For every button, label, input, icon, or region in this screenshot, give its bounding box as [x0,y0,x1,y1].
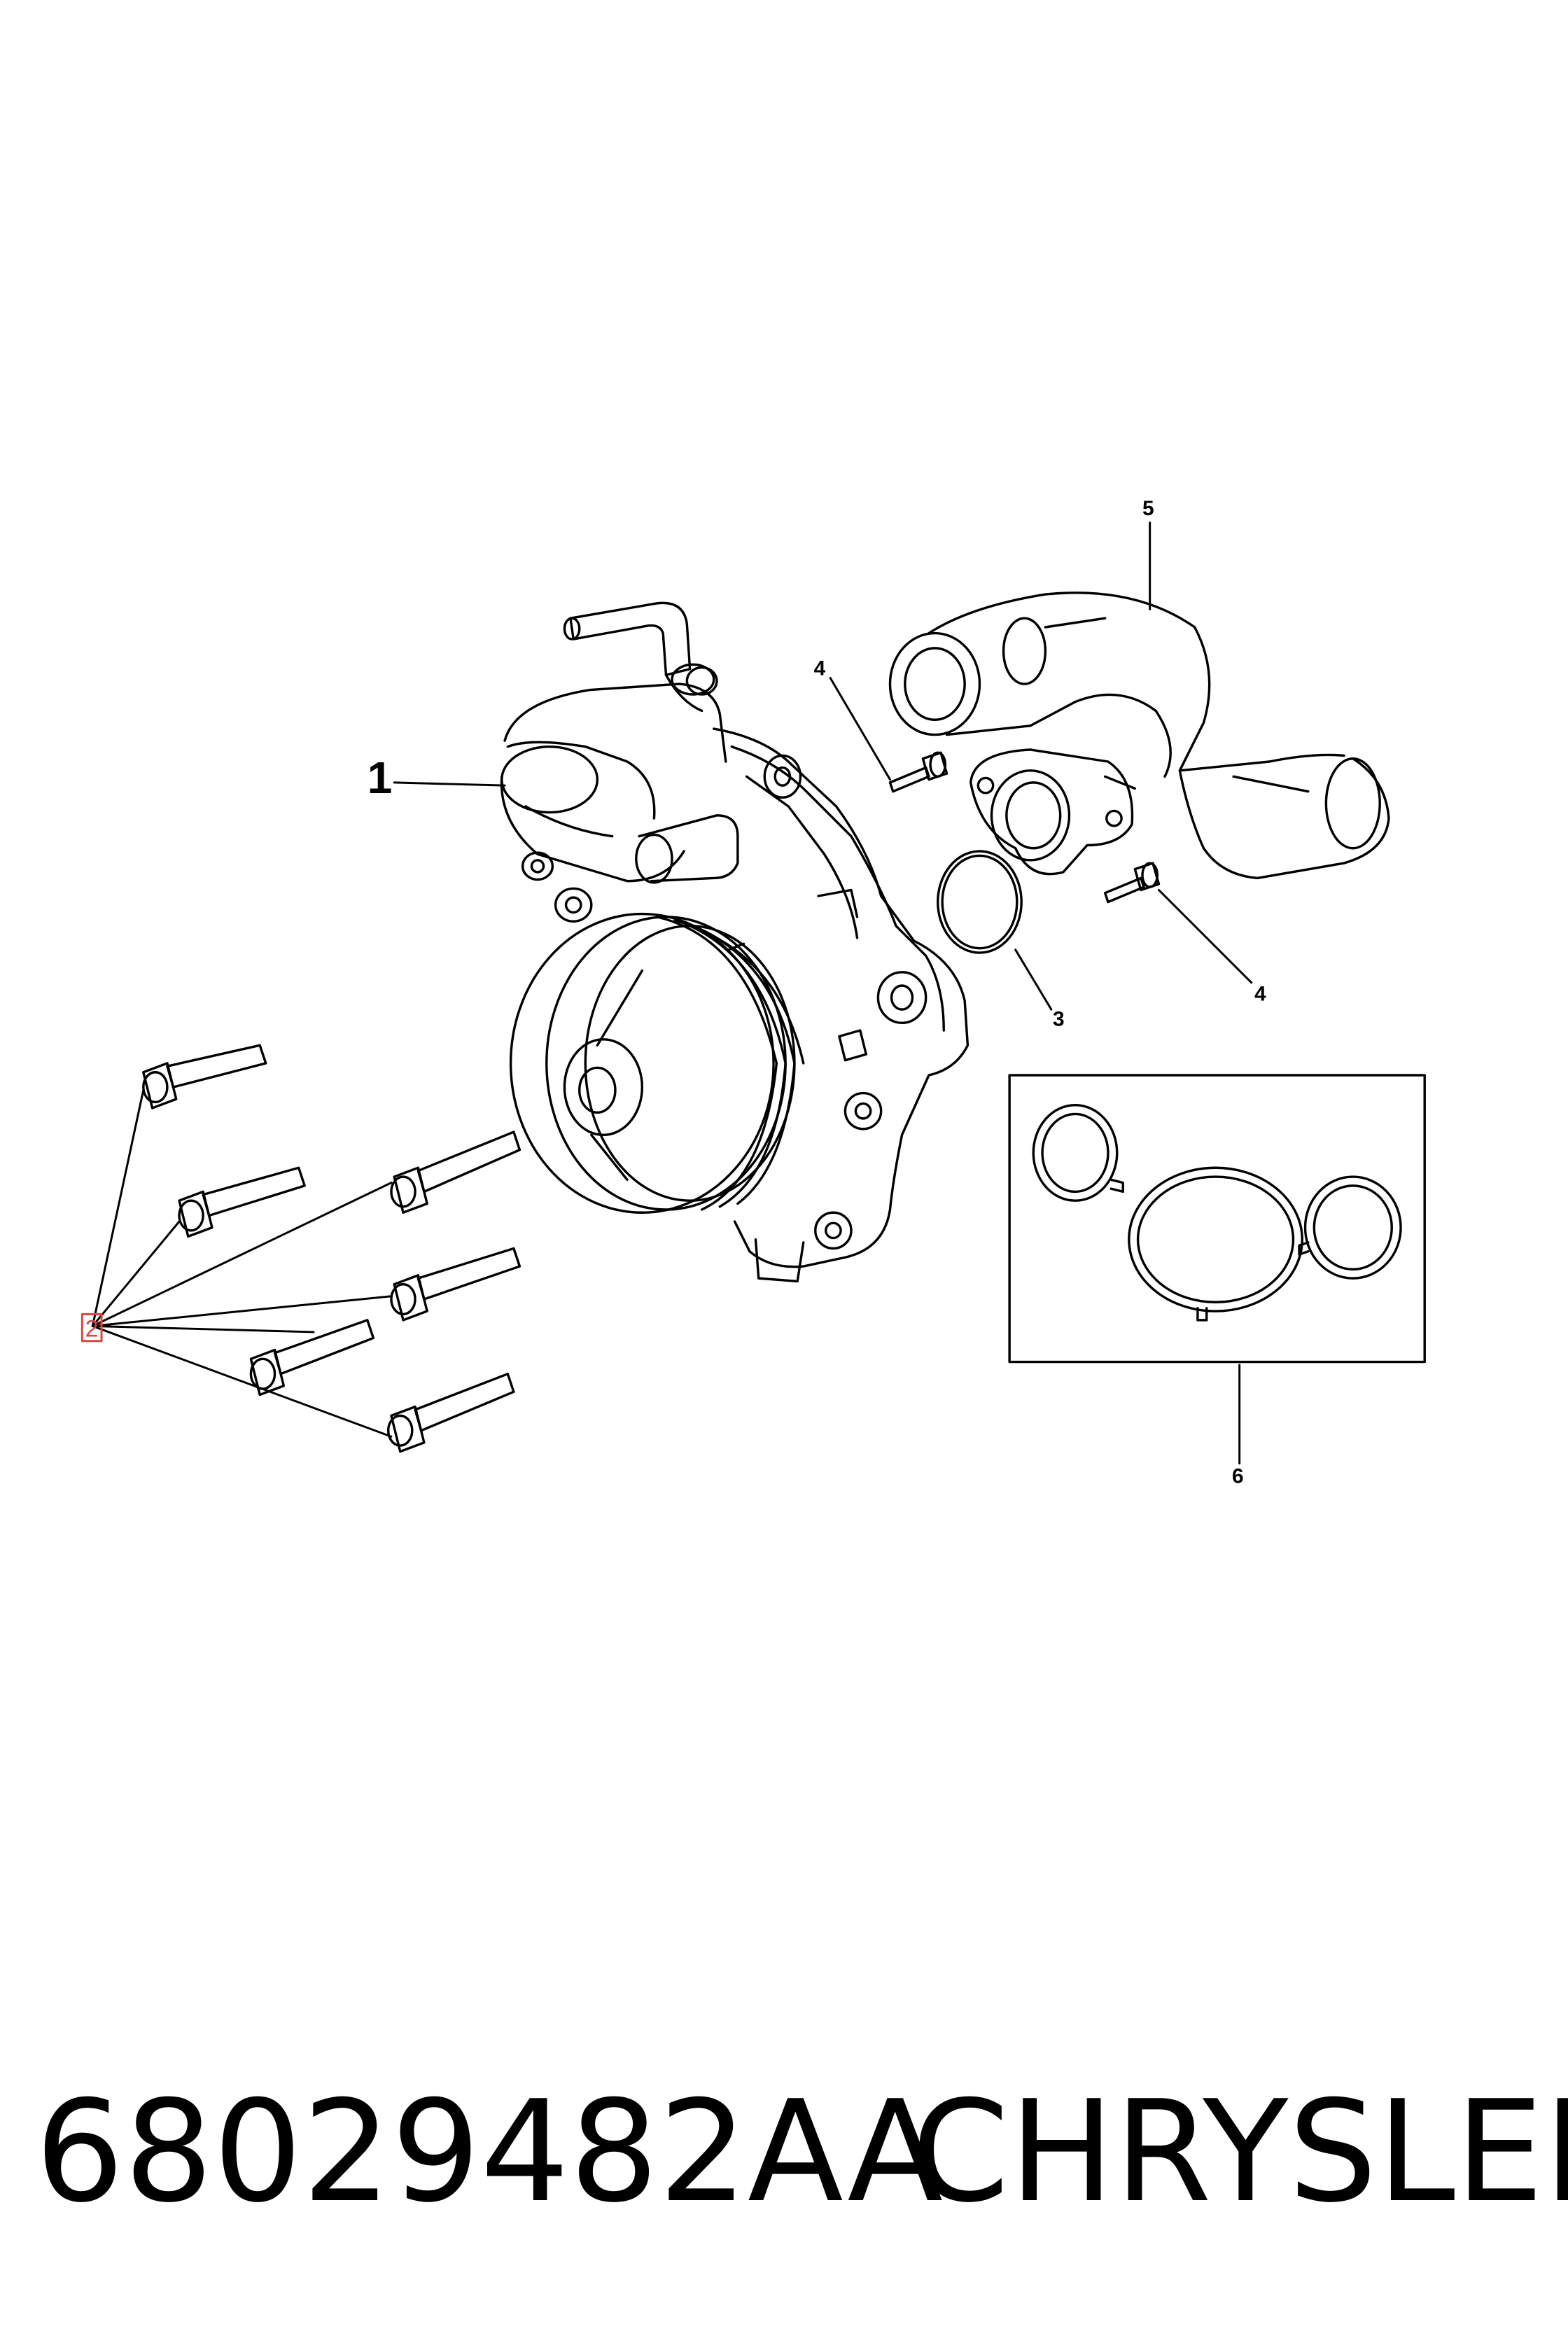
callout-3: 3 [1053,1008,1065,1031]
part-number: 68029482AA [35,2071,944,2234]
small-bolt-upper [888,751,948,793]
callout-2-highlight [80,1312,103,1343]
callout-2: 2 [85,1315,99,1342]
callout-4-upper: 4 [814,657,826,680]
long-bolt-1 [142,1044,267,1110]
leader-lines [91,522,1253,1465]
long-bolt-3 [390,1130,522,1214]
callouts: 1 2 3 4 4 5 6 [80,497,1266,1488]
callout-1: 1 [368,752,393,803]
long-bolt-2 [178,1166,306,1238]
long-bolt-4 [390,1247,522,1322]
brand-name: CHRYSLER [911,2071,1568,2234]
callout-4-lower: 4 [1254,982,1266,1005]
long-bolt-6 [386,1372,515,1453]
water-pump [500,601,969,1283]
gasket-large-oval [1128,1166,1303,1322]
callout-5: 5 [1142,497,1154,520]
gasket-kit [1008,1074,1426,1364]
gasket-medium [1298,1175,1402,1280]
small-bolt-lower [1103,862,1161,904]
gasket-kit-box [1008,1074,1426,1364]
outlet-elbow [888,592,1390,880]
o-ring [937,850,1023,954]
footer-caption: 68029482AA CHRYSLER [28,2065,1568,2240]
gasket-small [1032,1103,1124,1202]
callout-6: 6 [1232,1464,1244,1488]
long-bolts [142,1044,522,1453]
